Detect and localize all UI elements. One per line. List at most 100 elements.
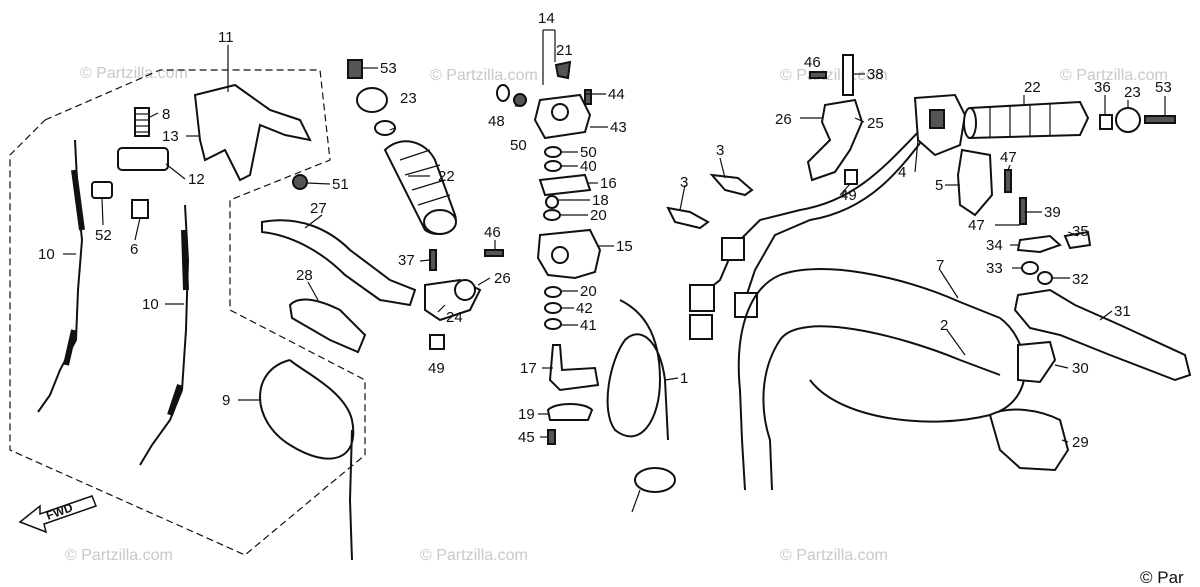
screw-part [1004,169,1012,193]
callout-38: 38 [867,66,884,83]
spring-part [134,107,150,137]
callout-3: 3 [716,142,724,159]
switch-wire [694,119,931,301]
clutch-cable-2 [762,325,1001,491]
callout-50: 50 [510,137,527,154]
callout-22: 22 [438,168,455,185]
nut-part [844,169,858,185]
throttle-housing-part [536,228,602,280]
callout-14: 14 [538,10,555,27]
cable-loop-9 [259,359,355,561]
callout-49: 49 [840,187,857,204]
callout-27: 27 [310,200,327,217]
callout-10: 10 [38,246,55,263]
callout-22: 22 [1024,79,1041,96]
callout-53: 53 [1155,79,1172,96]
callout-labels: 1 2 3 3 4 5 6 8 9 10 10 11 12 13 14 15 1… [38,10,1172,451]
copyright-text: © Par [1140,568,1184,587]
throttle-cable-right [139,204,190,466]
cover-screw [551,103,569,121]
callout-51: 51 [332,176,349,193]
switch-part [929,109,945,129]
lever-cover-part [988,408,1070,472]
brake-lever-part [1013,288,1192,382]
callout-11: 11 [218,29,234,46]
callout-36: 36 [1094,79,1111,96]
callout-5: 5 [935,177,943,194]
nut-part [513,93,527,107]
callout-44: 44 [608,86,625,103]
throttle-cable-assembly [606,299,676,513]
switch-knob-part [1063,230,1092,250]
housing-hole [551,246,569,264]
screw-part [547,429,556,445]
callout-4: 4 [898,164,906,181]
forward-arrow-icon: FWD [18,495,97,534]
callout-20: 20 [590,207,607,224]
bolt-part [842,54,854,96]
clamp-part [546,403,594,421]
throttle-housing-assembly [496,29,602,445]
end-cap-part [356,87,388,113]
end-cap-part [1115,107,1141,133]
holder-hole [454,279,476,301]
callout-26: 26 [775,111,792,128]
callout-12: 12 [188,171,205,188]
grip-end [423,209,457,235]
washer-part [1021,261,1039,275]
fwd-label: FWD [44,500,75,523]
spring-part [496,84,510,102]
switch-cover-part [956,148,994,217]
callout-23: 23 [1124,84,1141,101]
clutch-cable-7 [737,268,1001,491]
callout-23: 23 [400,90,417,107]
callout-53: 53 [380,60,397,77]
callout-31: 31 [1114,303,1131,320]
watermark-text: © Partzilla.com [1060,67,1168,84]
right-handlebar-assembly [806,54,1192,472]
assembly-boundary [9,69,366,556]
clamp-part [131,199,149,219]
callout-47: 47 [1000,149,1017,166]
callout-35: 35 [1072,223,1089,240]
connector-part [689,314,713,340]
callout-9: 9 [222,392,230,409]
adjuster-part [634,467,676,493]
callout-34: 34 [986,237,1003,254]
clip-part [666,206,710,230]
callout-46: 46 [484,224,501,241]
callout-16: 16 [600,175,617,192]
callout-17: 17 [520,360,537,377]
sleeve-part [91,181,113,199]
throttle-arm-part [538,173,592,197]
bolt-part [347,59,363,79]
clip-part [709,173,754,197]
grip-end [963,107,977,139]
switch-knob-part [1016,234,1062,254]
callout-37: 37 [398,252,415,269]
callout-40: 40 [580,158,597,175]
leader-lines [63,45,1166,443]
nut-part [429,334,445,350]
washer-part [544,302,562,314]
watermark-layer: © Partzilla.com © Partzilla.com © Partzi… [65,65,1168,564]
cable-loop [809,317,1026,423]
callout-25: 25 [867,115,884,132]
lever-holder-part [1017,340,1057,384]
callout-28: 28 [296,267,313,284]
callout-48: 48 [488,113,505,130]
holder-part [117,147,169,171]
washer-part [544,318,562,330]
bolt-part [484,249,504,257]
throttle-cable-1 [606,299,669,441]
collar-part [1099,114,1113,130]
callout-7: 7 [936,257,944,274]
lever-part [261,219,417,307]
bolt-part [809,71,827,79]
callout-50: 50 [580,144,597,161]
switch-wire [744,129,931,301]
callout-49: 49 [428,360,445,377]
callout-2: 2 [940,317,948,334]
washer-part [544,286,562,298]
right-grip-part [969,100,1090,140]
